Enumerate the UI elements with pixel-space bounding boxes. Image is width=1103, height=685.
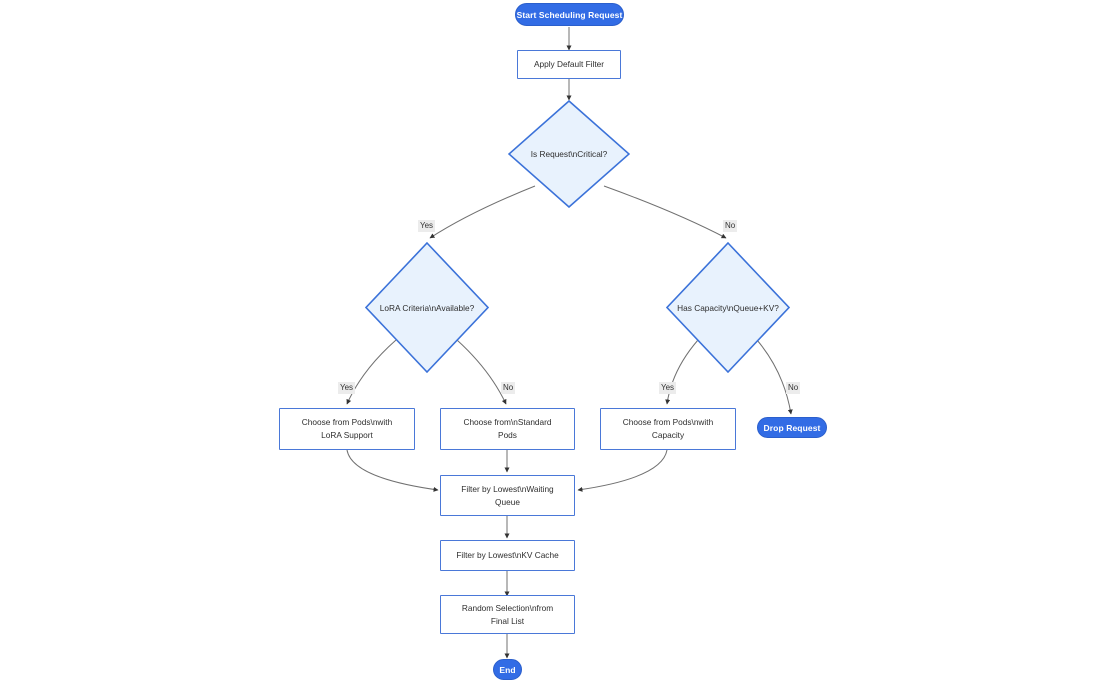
node-start-label: Start Scheduling Request bbox=[516, 9, 623, 20]
node-filter-kv-cache-label: Filter by Lowest\nKV Cache bbox=[456, 550, 559, 560]
node-choose-standard-pods-line1: Choose from\nStandard bbox=[463, 417, 552, 427]
node-random-selection[interactable]: Random Selection\nfrom Final List bbox=[440, 595, 575, 634]
node-filter-waiting-queue-line2: Queue bbox=[495, 496, 520, 507]
node-choose-capacity-pods-line2: Capacity bbox=[651, 430, 685, 440]
node-drop-request-label: Drop Request bbox=[763, 422, 821, 433]
edge-critical-yes bbox=[429, 185, 536, 239]
diamond-shape-lora bbox=[365, 242, 489, 373]
edge-capacity-yes bbox=[665, 339, 699, 405]
node-lora-criteria-available-label: LoRA Criteria\nAvailable? bbox=[379, 302, 475, 313]
node-lora-criteria-available[interactable]: LoRA Criteria\nAvailable? bbox=[365, 242, 489, 373]
diamond-shape-capacity bbox=[666, 242, 790, 373]
node-filter-waiting-queue-line1: Filter by Lowest\nWaiting bbox=[461, 483, 554, 494]
node-is-request-critical[interactable]: Is Request\nCritical? bbox=[508, 100, 630, 208]
edge-critical-no bbox=[603, 185, 727, 239]
node-filter-waiting-queue[interactable]: Filter by Lowest\nWaiting Queue bbox=[440, 475, 575, 516]
node-choose-standard-pods[interactable]: Choose from\nStandard Pods bbox=[440, 408, 575, 450]
edge-label-critical-no: No bbox=[723, 220, 738, 232]
edge-lora-no bbox=[456, 339, 507, 405]
diamond-shape-critical bbox=[508, 100, 630, 208]
node-start[interactable]: Start Scheduling Request bbox=[515, 3, 624, 26]
node-has-capacity-label: Has Capacity\nQueue+KV? bbox=[677, 302, 779, 313]
node-is-request-critical-label: Is Request\nCritical? bbox=[530, 149, 608, 159]
node-random-selection-line2: Final List bbox=[490, 615, 525, 626]
edge-label-capacity-yes: Yes bbox=[659, 382, 677, 394]
edge-label-lora-yes: Yes bbox=[338, 382, 356, 394]
node-choose-lora-pods-line1: Choose from Pods\nwith bbox=[301, 417, 393, 427]
node-end-label: End bbox=[499, 664, 516, 675]
edge-label-lora-no: No bbox=[501, 382, 516, 394]
node-choose-lora-pods[interactable]: Choose from Pods\nwith LoRA Support bbox=[279, 408, 415, 450]
edge-label-capacity-no: No bbox=[786, 382, 801, 394]
node-apply-default-filter-label: Apply Default Filter bbox=[533, 59, 605, 69]
edge-capacity-pods-to-waiting bbox=[577, 449, 668, 492]
node-choose-capacity-pods-line1: Choose from Pods\nwith bbox=[622, 417, 714, 427]
edge-lora-pods-to-waiting bbox=[346, 449, 439, 492]
node-choose-standard-pods-line2: Pods bbox=[498, 430, 517, 440]
node-choose-lora-pods-line2: LoRA Support bbox=[321, 430, 373, 440]
node-choose-capacity-pods[interactable]: Choose from Pods\nwith Capacity bbox=[600, 408, 736, 450]
node-has-capacity[interactable]: Has Capacity\nQueue+KV? bbox=[666, 242, 790, 373]
edge-lora-yes bbox=[346, 339, 397, 405]
node-end[interactable]: End bbox=[493, 659, 522, 680]
node-random-selection-line1: Random Selection\nfrom bbox=[461, 602, 554, 613]
edge-label-critical-yes: Yes bbox=[418, 220, 436, 232]
node-filter-kv-cache[interactable]: Filter by Lowest\nKV Cache bbox=[440, 540, 575, 571]
node-apply-default-filter[interactable]: Apply Default Filter bbox=[517, 50, 621, 79]
node-drop-request[interactable]: Drop Request bbox=[757, 417, 827, 438]
edge-capacity-no bbox=[756, 339, 793, 415]
